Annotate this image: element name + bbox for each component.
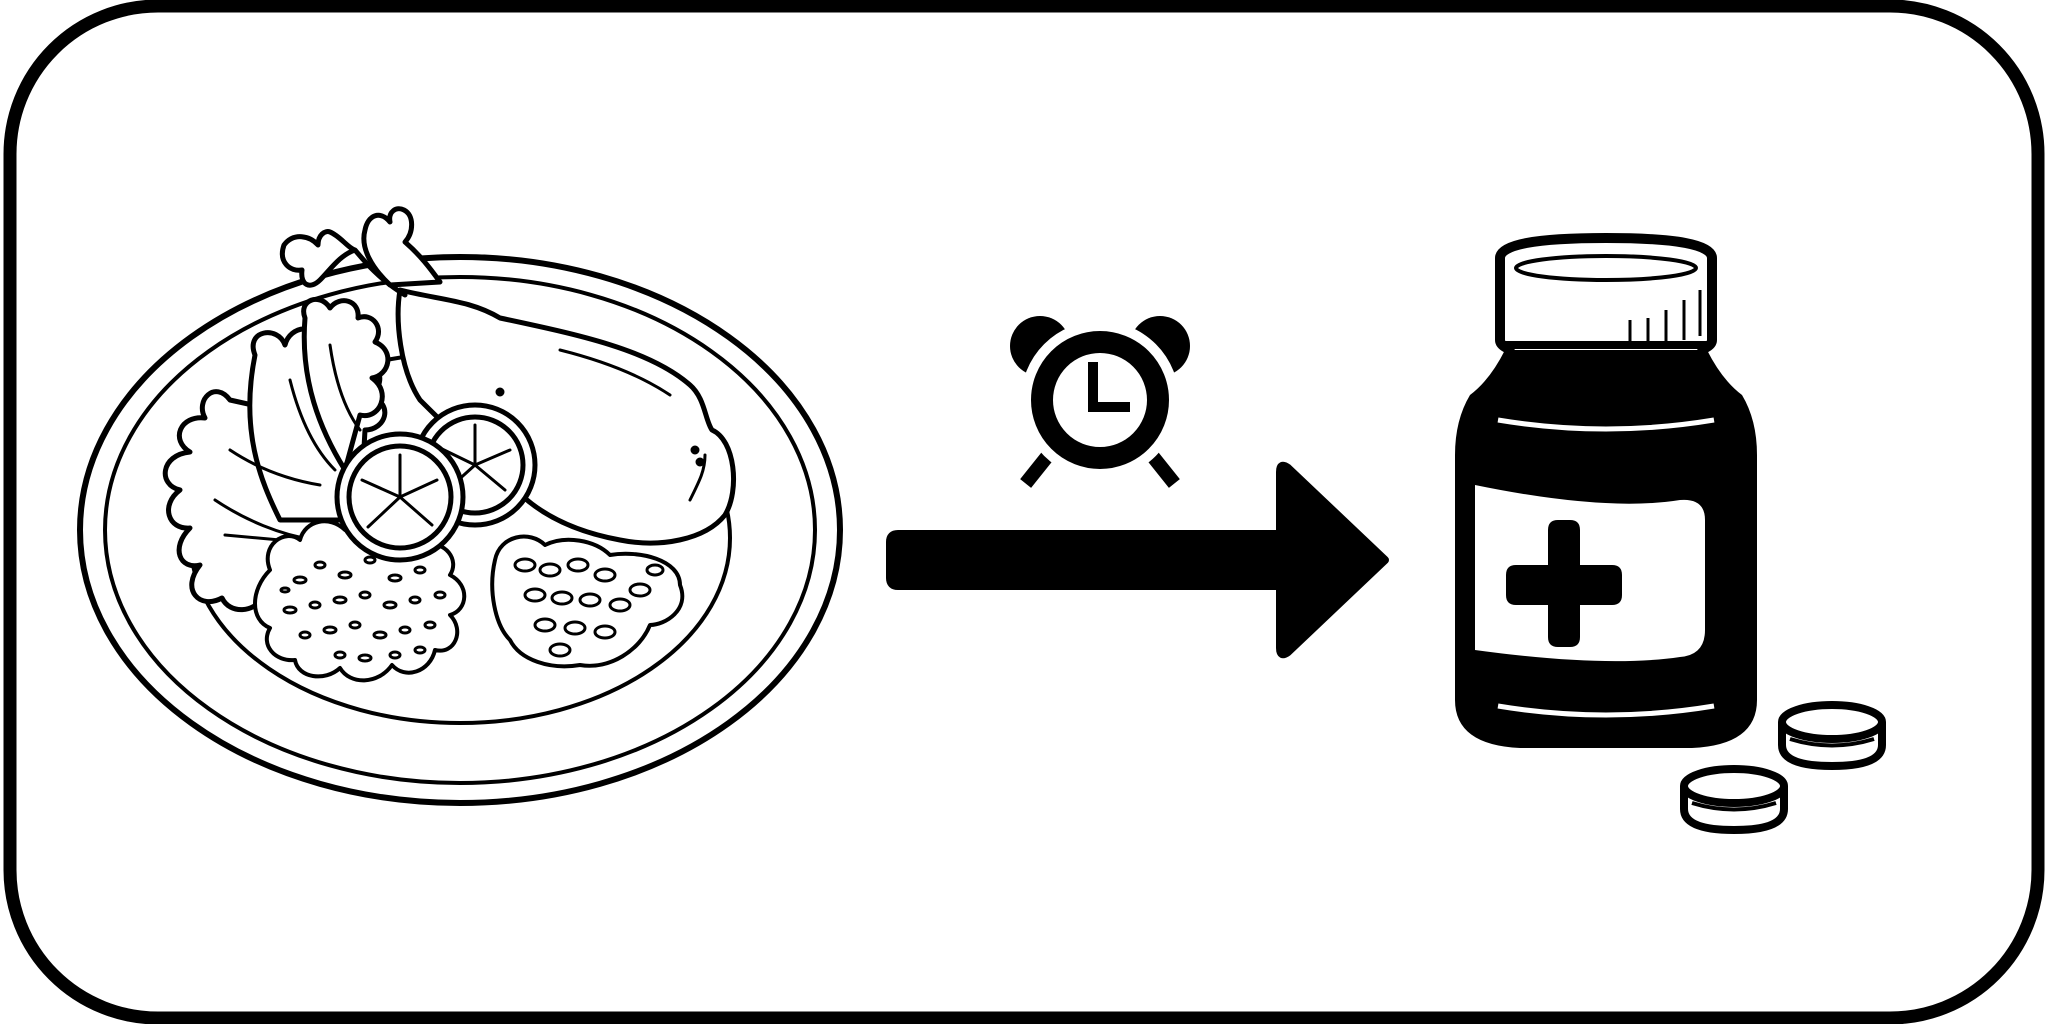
pill-right xyxy=(1778,701,1886,771)
clock-hands xyxy=(1088,362,1130,412)
bottle-cap xyxy=(1495,232,1717,364)
beans-icon xyxy=(490,534,685,669)
pills-icon xyxy=(1680,701,1886,835)
pill-left xyxy=(1680,765,1788,835)
plate-with-food-icon xyxy=(77,206,843,806)
right-arrow-icon xyxy=(886,461,1389,659)
cross-icon xyxy=(1506,520,1622,647)
alarm-clock-icon xyxy=(1010,316,1190,488)
medicine-bottle-icon xyxy=(1455,232,1757,748)
tomato-slices-icon xyxy=(334,402,538,563)
